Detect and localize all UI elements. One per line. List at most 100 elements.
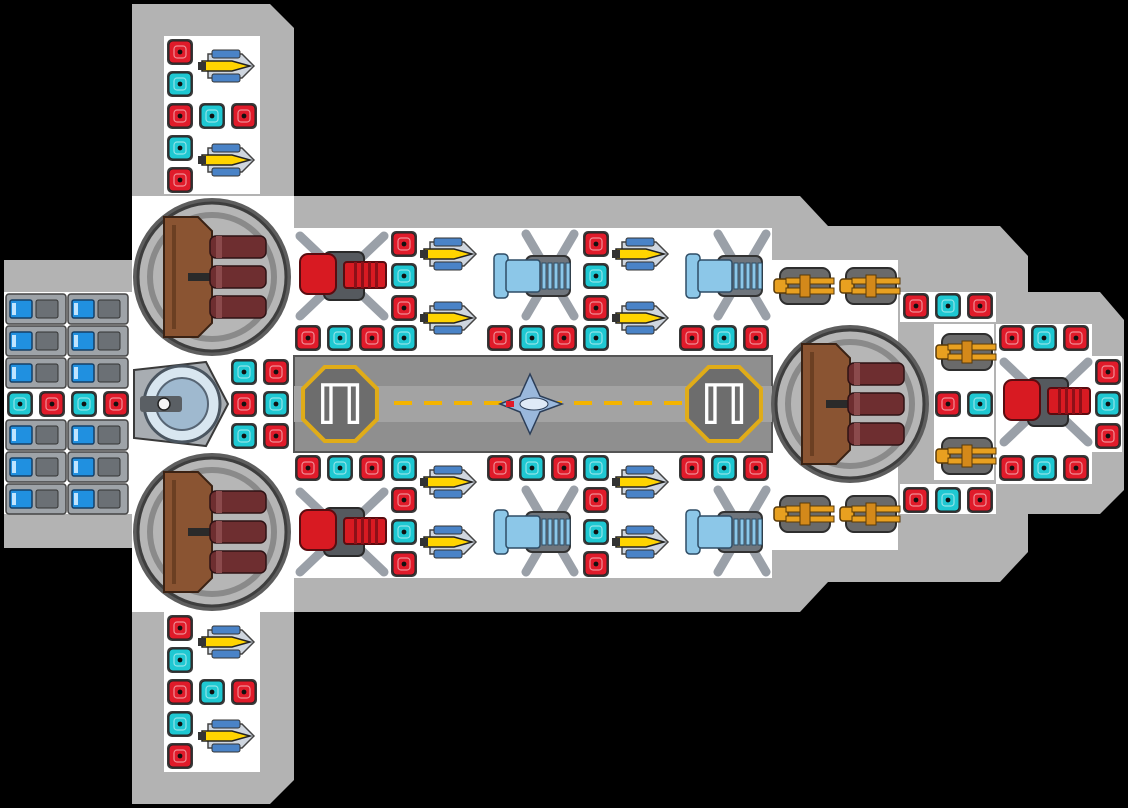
shield-generator-red[interactable]: [167, 39, 193, 65]
shield-generator-cyan[interactable]: [935, 293, 961, 319]
power-cell[interactable]: [5, 419, 67, 451]
thruster[interactable]: [612, 465, 670, 499]
shield-generator-cyan[interactable]: [167, 71, 193, 97]
shield-generator-red[interactable]: [583, 551, 609, 577]
thruster[interactable]: [420, 465, 478, 499]
thruster[interactable]: [420, 525, 478, 559]
shield-generator-red[interactable]: [551, 455, 577, 481]
power-cell[interactable]: [5, 357, 67, 389]
shield-generator-red[interactable]: [679, 325, 705, 351]
red-cannon[interactable]: [999, 357, 1093, 447]
landing-pad[interactable]: ℿ: [685, 365, 763, 443]
shield-generator-cyan[interactable]: [1031, 325, 1057, 351]
shield-generator-red[interactable]: [295, 325, 321, 351]
shield-generator-cyan[interactable]: [583, 263, 609, 289]
shield-generator-red[interactable]: [583, 231, 609, 257]
shield-generator-cyan[interactable]: [967, 391, 993, 417]
shield-generator-red[interactable]: [231, 679, 257, 705]
shield-generator-red[interactable]: [391, 295, 417, 321]
shield-generator-red[interactable]: [583, 487, 609, 513]
thruster[interactable]: [198, 143, 256, 177]
shield-generator-red[interactable]: [487, 455, 513, 481]
shield-generator-red[interactable]: [167, 743, 193, 769]
shield-generator-cyan[interactable]: [167, 135, 193, 161]
docked-fighter[interactable]: [497, 372, 565, 436]
thruster[interactable]: [198, 49, 256, 83]
thruster[interactable]: [612, 237, 670, 271]
shield-generator-red[interactable]: [583, 295, 609, 321]
shield-generator-red[interactable]: [391, 551, 417, 577]
shield-generator-red[interactable]: [39, 391, 65, 417]
gatling-gun[interactable]: [773, 495, 835, 533]
railgun[interactable]: [685, 485, 771, 577]
shield-generator-cyan[interactable]: [519, 325, 545, 351]
shield-generator-red[interactable]: [263, 423, 289, 449]
shield-generator-red[interactable]: [999, 455, 1025, 481]
red-cannon[interactable]: [295, 487, 389, 577]
shield-generator-red[interactable]: [967, 487, 993, 513]
shield-generator-red[interactable]: [487, 325, 513, 351]
power-cell[interactable]: [5, 483, 67, 515]
shield-generator-red[interactable]: [1095, 359, 1121, 385]
power-cell[interactable]: [67, 483, 129, 515]
shield-generator-cyan[interactable]: [327, 455, 353, 481]
shield-generator-cyan[interactable]: [263, 391, 289, 417]
power-cell[interactable]: [5, 451, 67, 483]
power-cell[interactable]: [67, 451, 129, 483]
railgun[interactable]: [685, 229, 771, 321]
gatling-gun[interactable]: [935, 333, 997, 371]
shield-generator-red[interactable]: [551, 325, 577, 351]
gatling-gun[interactable]: [935, 437, 997, 475]
shield-generator-red[interactable]: [967, 293, 993, 319]
shield-generator-red[interactable]: [103, 391, 129, 417]
shield-generator-cyan[interactable]: [71, 391, 97, 417]
power-cell[interactable]: [67, 419, 129, 451]
shield-generator-cyan[interactable]: [7, 391, 33, 417]
shield-generator-cyan[interactable]: [935, 487, 961, 513]
gatling-gun[interactable]: [773, 267, 835, 305]
shield-generator-red[interactable]: [903, 487, 929, 513]
shield-generator-red[interactable]: [391, 231, 417, 257]
cockpit[interactable]: [133, 360, 230, 448]
thruster[interactable]: [198, 719, 256, 753]
shield-generator-red[interactable]: [391, 487, 417, 513]
shield-generator-red[interactable]: [679, 455, 705, 481]
shield-generator-red[interactable]: [231, 391, 257, 417]
shield-generator-red[interactable]: [743, 325, 769, 351]
thruster[interactable]: [612, 525, 670, 559]
shield-generator-cyan[interactable]: [1031, 455, 1057, 481]
shield-generator-red[interactable]: [263, 359, 289, 385]
shield-generator-red[interactable]: [295, 455, 321, 481]
shield-generator-red[interactable]: [935, 391, 961, 417]
shield-generator-cyan[interactable]: [327, 325, 353, 351]
shield-generator-red[interactable]: [743, 455, 769, 481]
shield-generator-cyan[interactable]: [167, 647, 193, 673]
heavy-turret[interactable]: [133, 198, 291, 356]
thruster[interactable]: [198, 625, 256, 659]
shield-generator-red[interactable]: [999, 325, 1025, 351]
shield-generator-red[interactable]: [1095, 423, 1121, 449]
shield-generator-cyan[interactable]: [711, 455, 737, 481]
railgun[interactable]: [493, 229, 579, 321]
shield-generator-cyan[interactable]: [583, 455, 609, 481]
shield-generator-red[interactable]: [359, 325, 385, 351]
shield-generator-cyan[interactable]: [167, 711, 193, 737]
power-cell[interactable]: [5, 293, 67, 325]
gatling-gun[interactable]: [839, 495, 901, 533]
shield-generator-cyan[interactable]: [583, 519, 609, 545]
shield-generator-cyan[interactable]: [391, 263, 417, 289]
shield-generator-cyan[interactable]: [711, 325, 737, 351]
gatling-gun[interactable]: [839, 267, 901, 305]
power-cell[interactable]: [5, 325, 67, 357]
shield-generator-cyan[interactable]: [231, 359, 257, 385]
shield-generator-cyan[interactable]: [391, 325, 417, 351]
railgun[interactable]: [493, 485, 579, 577]
power-cell[interactable]: [67, 357, 129, 389]
shield-generator-cyan[interactable]: [391, 519, 417, 545]
shield-generator-cyan[interactable]: [391, 455, 417, 481]
shield-generator-red[interactable]: [903, 293, 929, 319]
shield-generator-red[interactable]: [359, 455, 385, 481]
shield-generator-red[interactable]: [167, 615, 193, 641]
shield-generator-cyan[interactable]: [199, 679, 225, 705]
shield-generator-cyan[interactable]: [1095, 391, 1121, 417]
